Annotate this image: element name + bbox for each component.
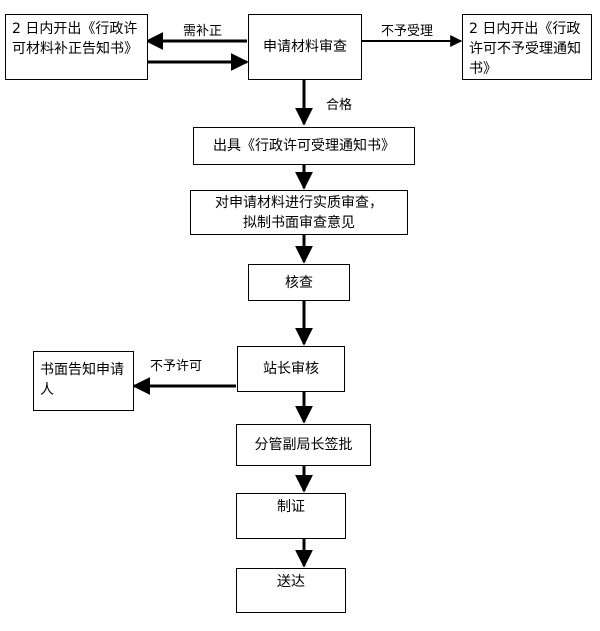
edge-label-not-accepted: 不予受理 [381, 24, 434, 39]
node-application-review: 申请材料审查 [248, 14, 362, 80]
node-station-chief-review-text: 站长审核 [263, 361, 319, 377]
edge-label-not-permitted: 不予许可 [150, 359, 203, 374]
node-written-notice-applicant-text: 书面告知申请人 [40, 362, 124, 398]
node-deputy-director-approval: 分管副局长签批 [236, 424, 371, 466]
node-substantive-review: 对申请材料进行实质审查， 拟制书面审查意见 [190, 190, 408, 235]
node-delivery: 送达 [236, 568, 346, 613]
node-application-review-text: 申请材料审查 [263, 39, 347, 55]
node-substantive-review-line1: 对申请材料进行实质审查， [215, 194, 383, 211]
edge-label-qualified: 合格 [326, 98, 353, 113]
node-delivery-text: 送达 [277, 574, 305, 590]
edge-label-needs-supplement: 需补正 [183, 24, 223, 39]
node-acceptance-notice-text: 出具《行政许可受理通知书》 [213, 138, 395, 154]
node-issue-certificate: 制证 [236, 493, 346, 539]
node-reject-notice-text: 2 日内开出《行政许可不予受理通知书》 [469, 21, 581, 77]
node-acceptance-notice: 出具《行政许可受理通知书》 [193, 127, 415, 165]
node-verification-text: 核查 [285, 274, 313, 291]
node-substantive-review-line2: 拟制书面审查意见 [243, 214, 355, 231]
node-issue-certificate-text: 制证 [277, 499, 305, 515]
node-supplement-notice: 2 日内开出《行政许可材料补正告知书》 [5, 14, 148, 80]
node-written-notice-applicant: 书面告知申请人 [33, 351, 134, 411]
node-deputy-director-approval-text: 分管副局长签批 [254, 437, 353, 453]
node-reject-notice: 2 日内开出《行政许可不予受理通知书》 [462, 14, 592, 80]
node-verification: 核查 [248, 264, 350, 301]
node-supplement-notice-text: 2 日内开出《行政许可材料补正告知书》 [12, 21, 138, 57]
node-station-chief-review: 站长审核 [237, 346, 345, 392]
